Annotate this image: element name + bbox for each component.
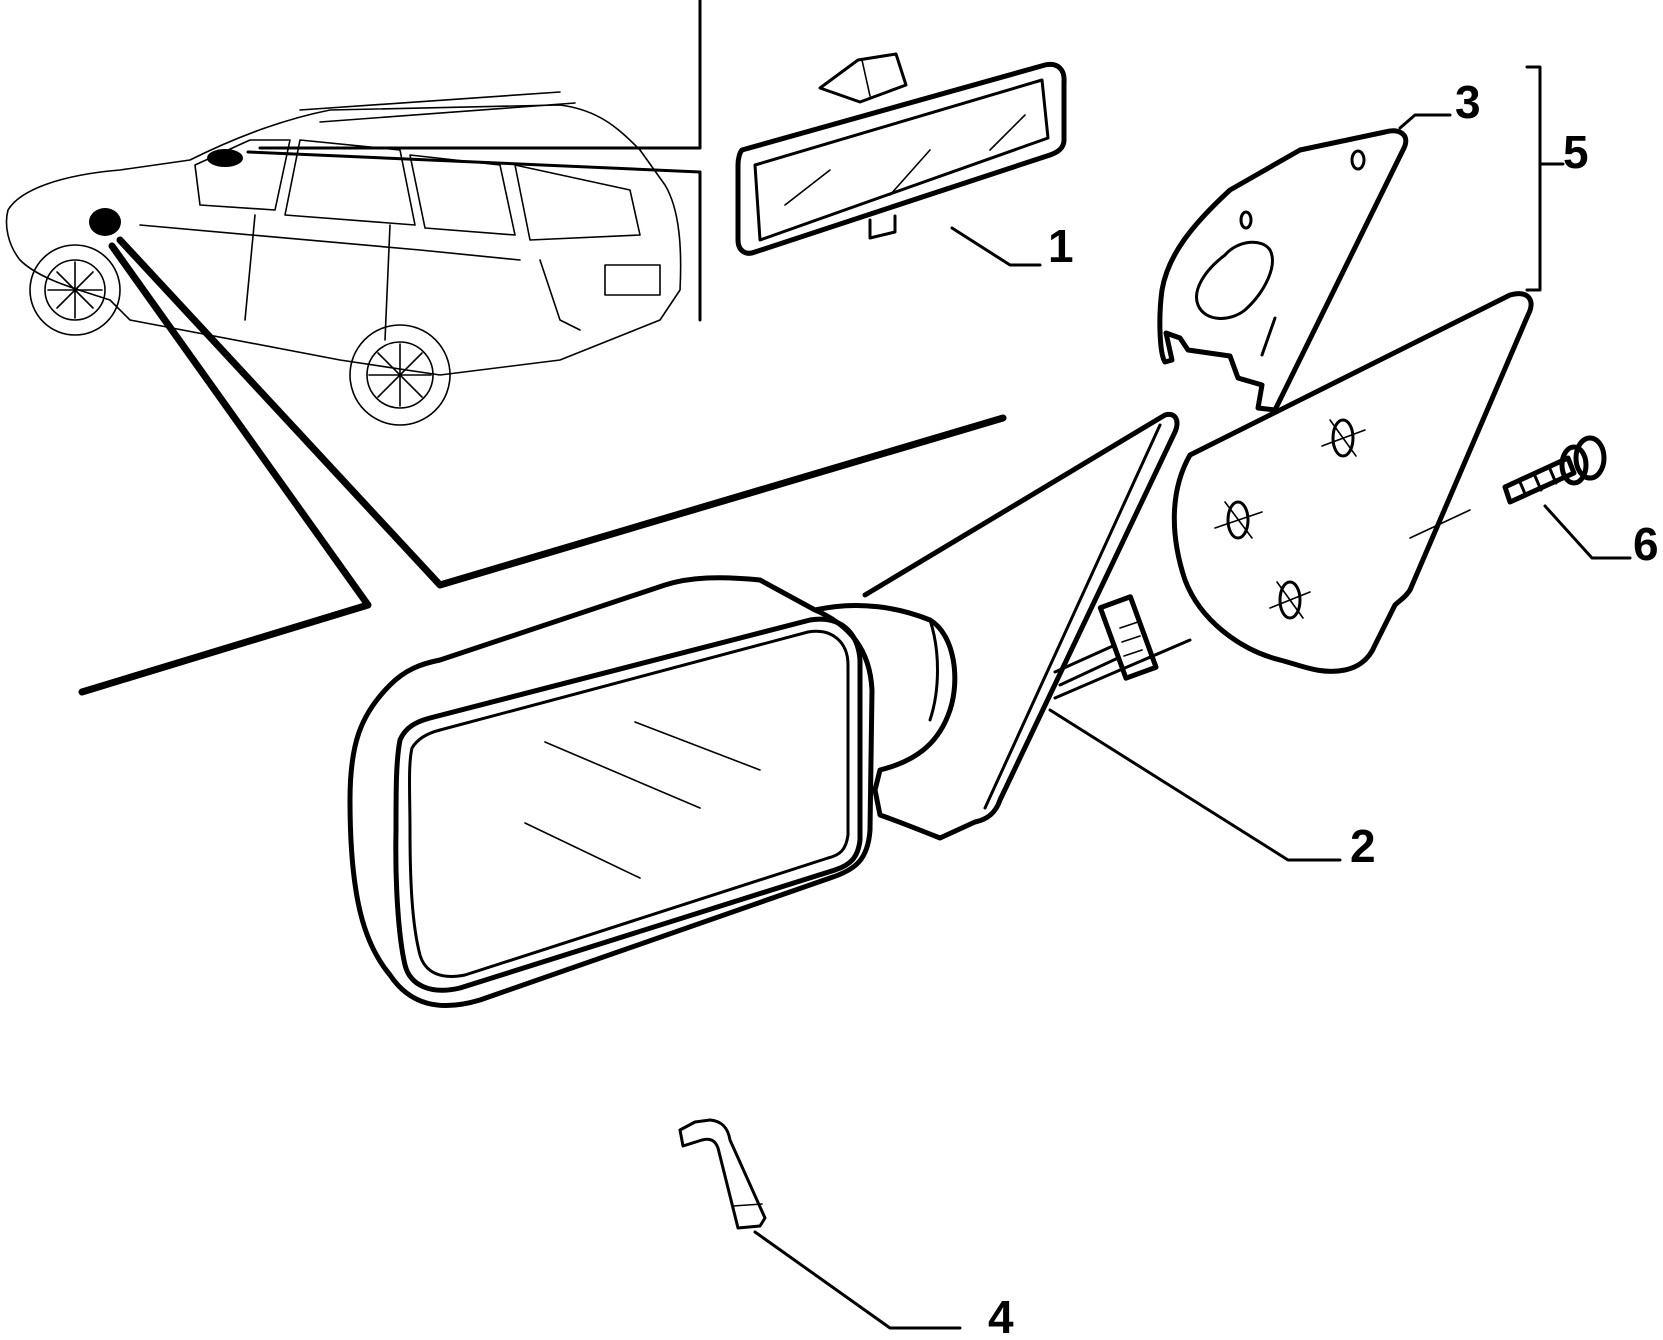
exterior-mirror-marker xyxy=(89,208,121,236)
callout-1: 1 xyxy=(1048,220,1074,272)
callout-6: 6 xyxy=(1633,518,1659,570)
mirror-gasket xyxy=(1157,128,1409,413)
interior-rearview-mirror xyxy=(735,52,1067,256)
station-wagon-overview xyxy=(5,0,1007,696)
callout-3: 3 xyxy=(1455,76,1481,128)
fixing-screw xyxy=(1409,435,1607,539)
exterior-mirror-assembly xyxy=(347,411,1192,1008)
callout-4: 4 xyxy=(988,1291,1014,1340)
leader-lines xyxy=(753,65,1632,1330)
interior-mirror-marker xyxy=(207,149,243,167)
mirror-trim-piece xyxy=(678,1118,767,1230)
mirror-base-plate xyxy=(1171,291,1534,674)
callout-2: 2 xyxy=(1350,820,1376,872)
callout-5: 5 xyxy=(1563,126,1589,178)
callout-labels: 1 2 3 4 5 6 xyxy=(988,76,1659,1340)
